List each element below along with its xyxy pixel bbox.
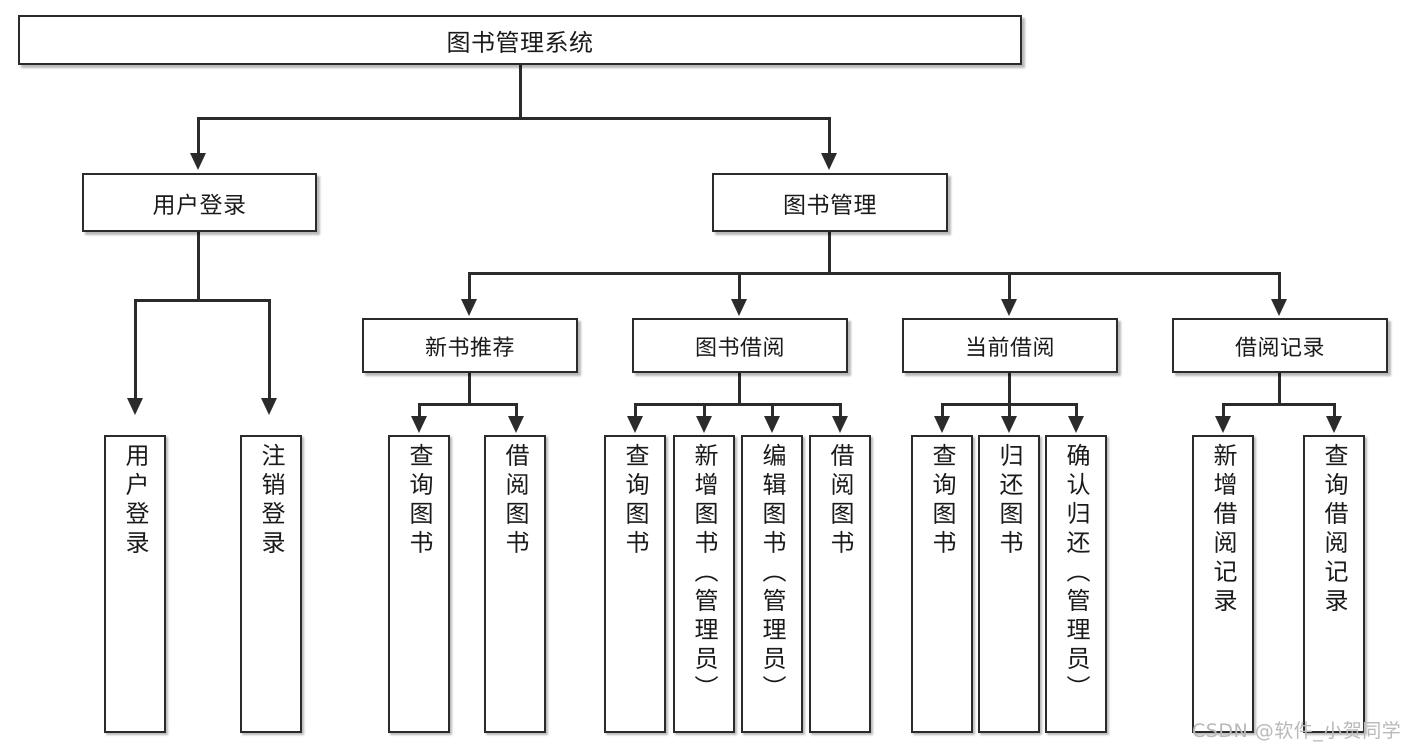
arrowhead-current-3 bbox=[1068, 416, 1084, 433]
connector-current-stem bbox=[1008, 373, 1011, 405]
leaf-add-book-admin[interactable]: 新增图书（管理员） bbox=[673, 435, 735, 733]
connector-level2-drop-2 bbox=[828, 117, 831, 155]
node-label: 借阅图书 bbox=[826, 443, 854, 559]
connector-level3-bus bbox=[468, 272, 1280, 275]
node-label: 借阅图书 bbox=[501, 443, 529, 559]
leaf-confirm-return-admin[interactable]: 确认归还（管理员） bbox=[1045, 435, 1107, 733]
arrowhead-borrow-3 bbox=[764, 416, 780, 433]
leaf-return-book[interactable]: 归还图书 bbox=[978, 435, 1040, 733]
leaf-borrow-book-newbook[interactable]: 借阅图书 bbox=[484, 435, 546, 733]
node-label: 编辑图书（管理员） bbox=[758, 443, 786, 704]
arrowhead-userlogin-2 bbox=[261, 398, 277, 415]
connector-newbook-bus bbox=[418, 403, 518, 406]
connector-userlogin-bus bbox=[134, 299, 268, 302]
connector-current-drop-2 bbox=[1008, 403, 1011, 419]
arrowhead-newbook-1 bbox=[411, 416, 427, 433]
node-label: 借阅记录 bbox=[1234, 335, 1325, 361]
node-label: 用户登录 bbox=[152, 192, 247, 219]
leaf-edit-book-admin[interactable]: 编辑图书（管理员） bbox=[741, 435, 803, 733]
node-label: 用户登录 bbox=[121, 443, 149, 559]
connector-newbook-stem bbox=[468, 373, 471, 405]
connector-level3-drop-3 bbox=[1008, 272, 1011, 301]
node-label: 归还图书 bbox=[995, 443, 1023, 559]
arrowhead-newbook-2 bbox=[508, 416, 524, 433]
arrowhead-level3-2 bbox=[731, 299, 747, 316]
connector-level3-drop-4 bbox=[1278, 272, 1281, 301]
leaf-query-book-borrow[interactable]: 查询图书 bbox=[604, 435, 666, 733]
leaf-logout[interactable]: 注销登录 bbox=[240, 435, 302, 733]
arrowhead-borrow-1 bbox=[627, 416, 643, 433]
arrowhead-level3-3 bbox=[1001, 299, 1017, 316]
connector-userlogin-stem bbox=[197, 232, 200, 301]
node-label: 查询借阅记录 bbox=[1320, 443, 1348, 617]
watermark-text: CSDN @软件_小贺同学 bbox=[1192, 720, 1402, 742]
connector-current-drop-1 bbox=[941, 403, 944, 419]
arrowhead-current-2 bbox=[1001, 416, 1017, 433]
connector-borrow-bus bbox=[634, 403, 842, 406]
connector-record-bus bbox=[1222, 403, 1336, 406]
connector-level2-drop-1 bbox=[197, 117, 200, 155]
arrowhead-record-2 bbox=[1326, 416, 1342, 433]
leaf-user-login[interactable]: 用户登录 bbox=[104, 435, 166, 733]
node-label: 查询图书 bbox=[405, 443, 433, 559]
arrowhead-record-1 bbox=[1215, 416, 1231, 433]
node-label: 新增图书（管理员） bbox=[690, 443, 718, 704]
leaf-borrow-book[interactable]: 借阅图书 bbox=[809, 435, 871, 733]
connector-record-stem bbox=[1278, 373, 1281, 405]
node-label: 确认归还（管理员） bbox=[1062, 443, 1090, 704]
node-label: 图书管理系统 bbox=[446, 28, 594, 57]
node-label: 注销登录 bbox=[257, 443, 285, 559]
arrowhead-borrow-4 bbox=[832, 416, 848, 433]
connector-record-drop-2 bbox=[1333, 403, 1336, 419]
connector-borrow-drop-3 bbox=[771, 403, 774, 419]
connector-newbook-drop-2 bbox=[515, 403, 518, 419]
node-label: 查询图书 bbox=[621, 443, 649, 559]
node-label: 新书推荐 bbox=[424, 335, 515, 361]
leaf-query-book-newbook[interactable]: 查询图书 bbox=[388, 435, 450, 733]
connector-level3-drop-1 bbox=[468, 272, 471, 301]
leaf-query-book-current[interactable]: 查询图书 bbox=[911, 435, 973, 733]
leaf-query-borrow-record[interactable]: 查询借阅记录 bbox=[1303, 435, 1365, 733]
node-label: 新增借阅记录 bbox=[1209, 443, 1237, 617]
connector-record-drop-1 bbox=[1222, 403, 1225, 419]
arrowhead-level2-1 bbox=[190, 153, 206, 170]
node-label: 图书管理 bbox=[783, 192, 877, 219]
connector-borrow-drop-1 bbox=[634, 403, 637, 419]
connector-userlogin-drop-2 bbox=[268, 299, 271, 400]
arrowhead-level2-2 bbox=[821, 153, 837, 170]
node-label: 图书借阅 bbox=[694, 335, 785, 361]
arrowhead-userlogin-1 bbox=[127, 398, 143, 415]
node-book-borrow[interactable]: 图书借阅 bbox=[632, 318, 848, 373]
connector-newbook-drop-1 bbox=[418, 403, 421, 419]
connector-borrow-stem bbox=[738, 373, 741, 405]
node-borrow-record[interactable]: 借阅记录 bbox=[1172, 318, 1388, 373]
arrowhead-borrow-2 bbox=[696, 416, 712, 433]
connector-level3-drop-2 bbox=[738, 272, 741, 301]
connector-borrow-drop-2 bbox=[703, 403, 706, 419]
node-root-system[interactable]: 图书管理系统 bbox=[18, 15, 1022, 65]
node-label: 当前借阅 bbox=[964, 335, 1055, 361]
leaf-add-borrow-record[interactable]: 新增借阅记录 bbox=[1192, 435, 1254, 733]
arrowhead-level3-1 bbox=[461, 299, 477, 316]
connector-borrow-drop-4 bbox=[839, 403, 842, 419]
arrowhead-current-1 bbox=[934, 416, 950, 433]
connector-userlogin-drop-1 bbox=[134, 299, 137, 400]
connector-level2-bus bbox=[197, 117, 831, 120]
node-current-borrow[interactable]: 当前借阅 bbox=[902, 318, 1118, 373]
node-label: 查询图书 bbox=[928, 443, 956, 559]
node-user-login[interactable]: 用户登录 bbox=[82, 173, 317, 232]
connector-root-stem bbox=[519, 65, 522, 119]
connector-current-drop-3 bbox=[1075, 403, 1078, 419]
connector-bookmgmt-stem bbox=[828, 232, 831, 274]
node-new-book-recommend[interactable]: 新书推荐 bbox=[362, 318, 578, 373]
node-book-management[interactable]: 图书管理 bbox=[712, 173, 948, 232]
arrowhead-level3-4 bbox=[1271, 299, 1287, 316]
